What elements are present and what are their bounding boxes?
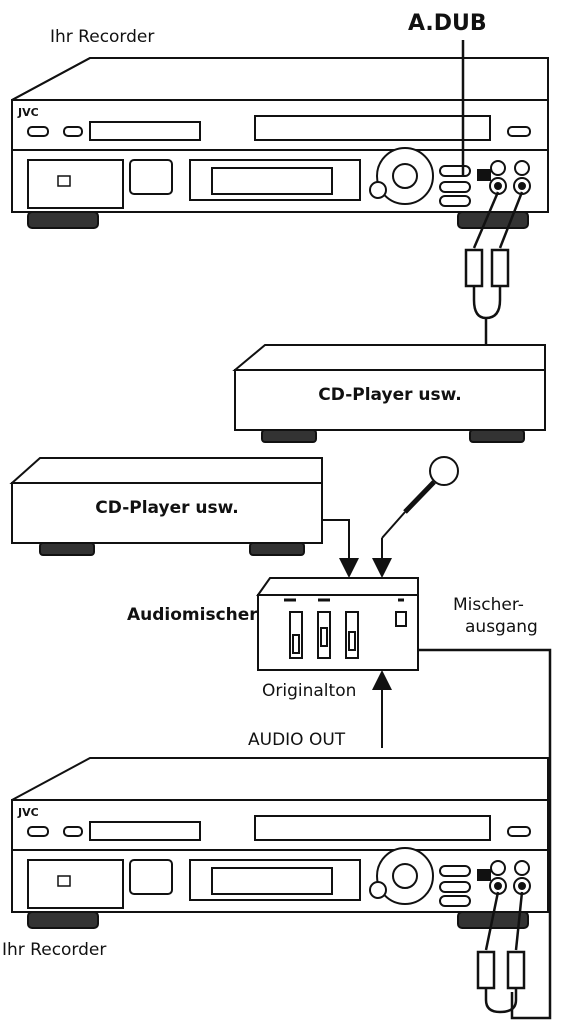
mixer-output-label-2: ausgang bbox=[465, 617, 538, 637]
recorder-bottom bbox=[11, 757, 549, 929]
recorder-top-label: Ihr Recorder bbox=[50, 27, 154, 47]
audio-out-label: AUDIO OUT bbox=[248, 730, 346, 750]
audio-mixer bbox=[256, 577, 419, 671]
top-rca-cables bbox=[464, 191, 524, 345]
cd-player-1-label: CD-Player usw. bbox=[318, 385, 461, 405]
brand-top: JVC bbox=[17, 106, 39, 119]
cd-to-mixer-arrow bbox=[322, 519, 359, 578]
recorder-top bbox=[11, 57, 549, 229]
adub-label: A.DUB bbox=[408, 11, 487, 36]
brand-bottom: JVC bbox=[17, 806, 39, 819]
cd-player-2-label: CD-Player usw. bbox=[95, 498, 238, 518]
bottom-rca-cables bbox=[476, 891, 526, 1014]
mixer-output-label-1: Mischer- bbox=[453, 595, 524, 615]
mixer-label: Audiomischer bbox=[127, 605, 258, 625]
cd-player-1 bbox=[232, 344, 546, 443]
cd-player-2 bbox=[9, 457, 323, 556]
original-sound-label: Originalton bbox=[262, 681, 356, 701]
recorder-bottom-label: Ihr Recorder bbox=[2, 940, 106, 960]
microphone bbox=[381, 456, 459, 539]
